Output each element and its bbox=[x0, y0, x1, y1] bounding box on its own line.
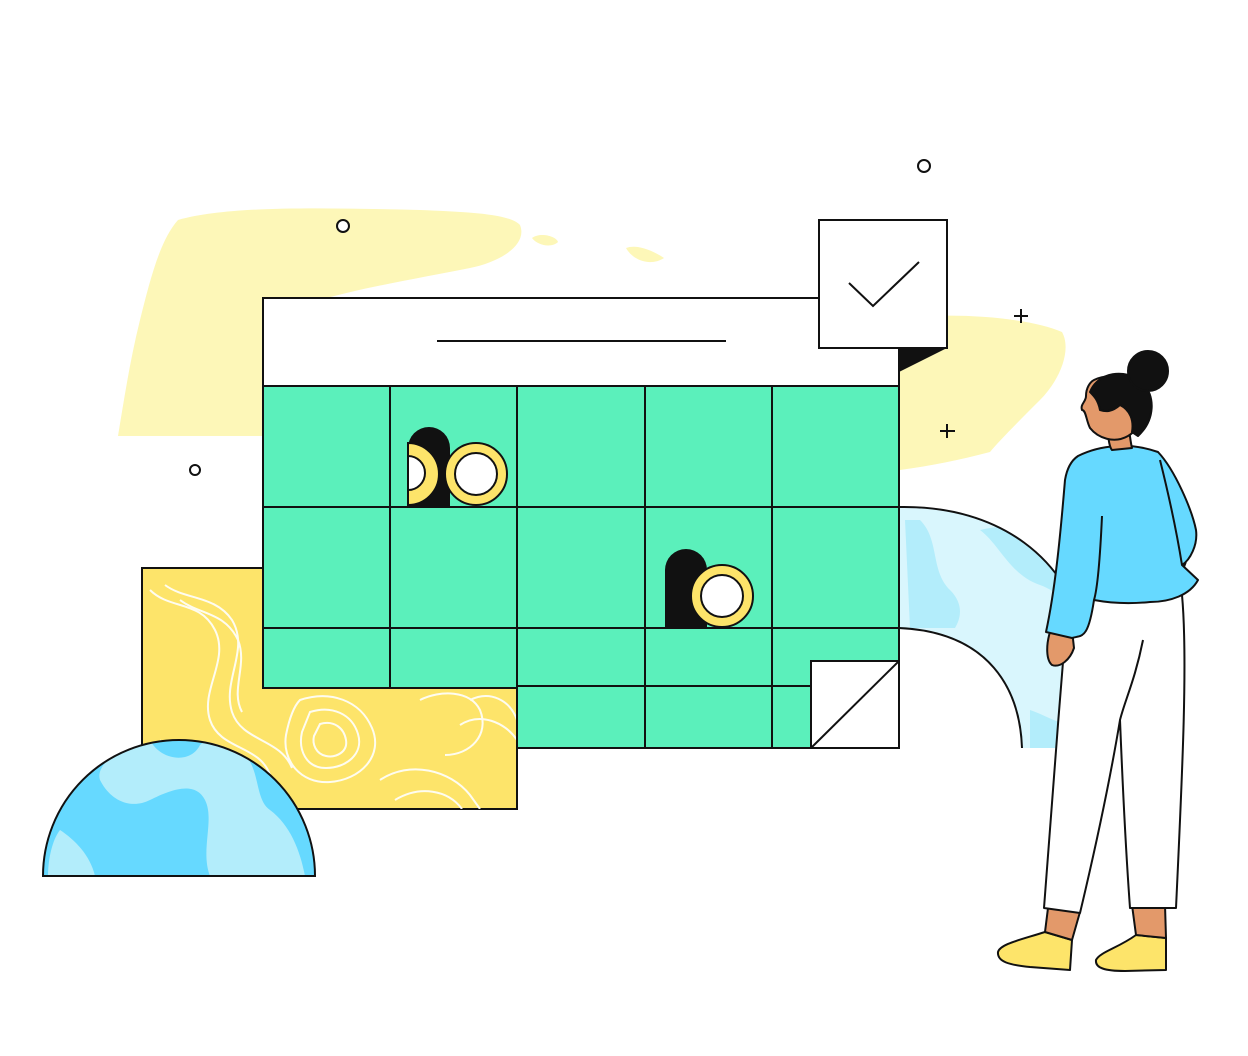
person-figure bbox=[997, 350, 1199, 972]
event-marker bbox=[665, 549, 754, 628]
sparkle-icon bbox=[940, 424, 955, 438]
shoe-left bbox=[997, 931, 1073, 971]
ring-icon bbox=[336, 219, 350, 233]
checkmark-box bbox=[818, 219, 948, 372]
shirt bbox=[1045, 444, 1199, 639]
event-marker bbox=[407, 427, 508, 507]
shoe-right bbox=[1094, 934, 1167, 972]
pants bbox=[1043, 594, 1186, 914]
globe-icon bbox=[41, 739, 317, 877]
calendar-icon bbox=[262, 297, 900, 749]
ring-icon bbox=[917, 159, 931, 173]
ring-icon bbox=[189, 464, 201, 476]
checkmark-icon bbox=[848, 261, 920, 308]
page-curl-icon bbox=[810, 660, 900, 749]
hair-bun bbox=[1127, 350, 1169, 392]
calendar-grid bbox=[262, 385, 900, 749]
sparkle-icon bbox=[1014, 309, 1028, 323]
